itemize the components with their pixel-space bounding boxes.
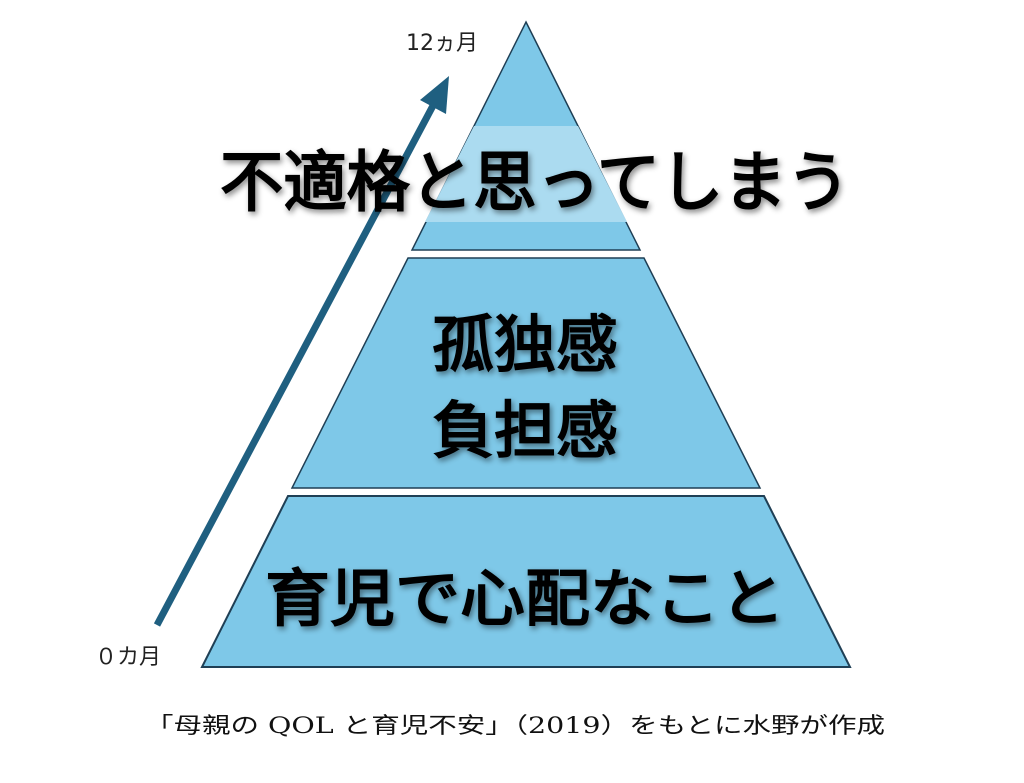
tier-middle-text-2: 負担感 [432, 394, 618, 467]
pyramid-tier-top-highlight [425, 126, 627, 222]
axis-end-label: 12ヵ月 [406, 31, 478, 56]
time-arrow [153, 76, 449, 627]
pyramid-tier-bottom [200, 495, 852, 668]
tier-middle-text-1: 孤独感 [432, 308, 618, 381]
source-caption: 「母親の QOL と育児不安」（2019）をもとに水野が作成 [145, 714, 885, 739]
axis-start-label: ０カ月 [95, 645, 161, 670]
tier-bottom-text: 育児で心配なこと [265, 562, 785, 635]
pyramid-tier-middle [290, 257, 762, 489]
tier-top-text: 不適格と思ってしまう [220, 144, 850, 221]
